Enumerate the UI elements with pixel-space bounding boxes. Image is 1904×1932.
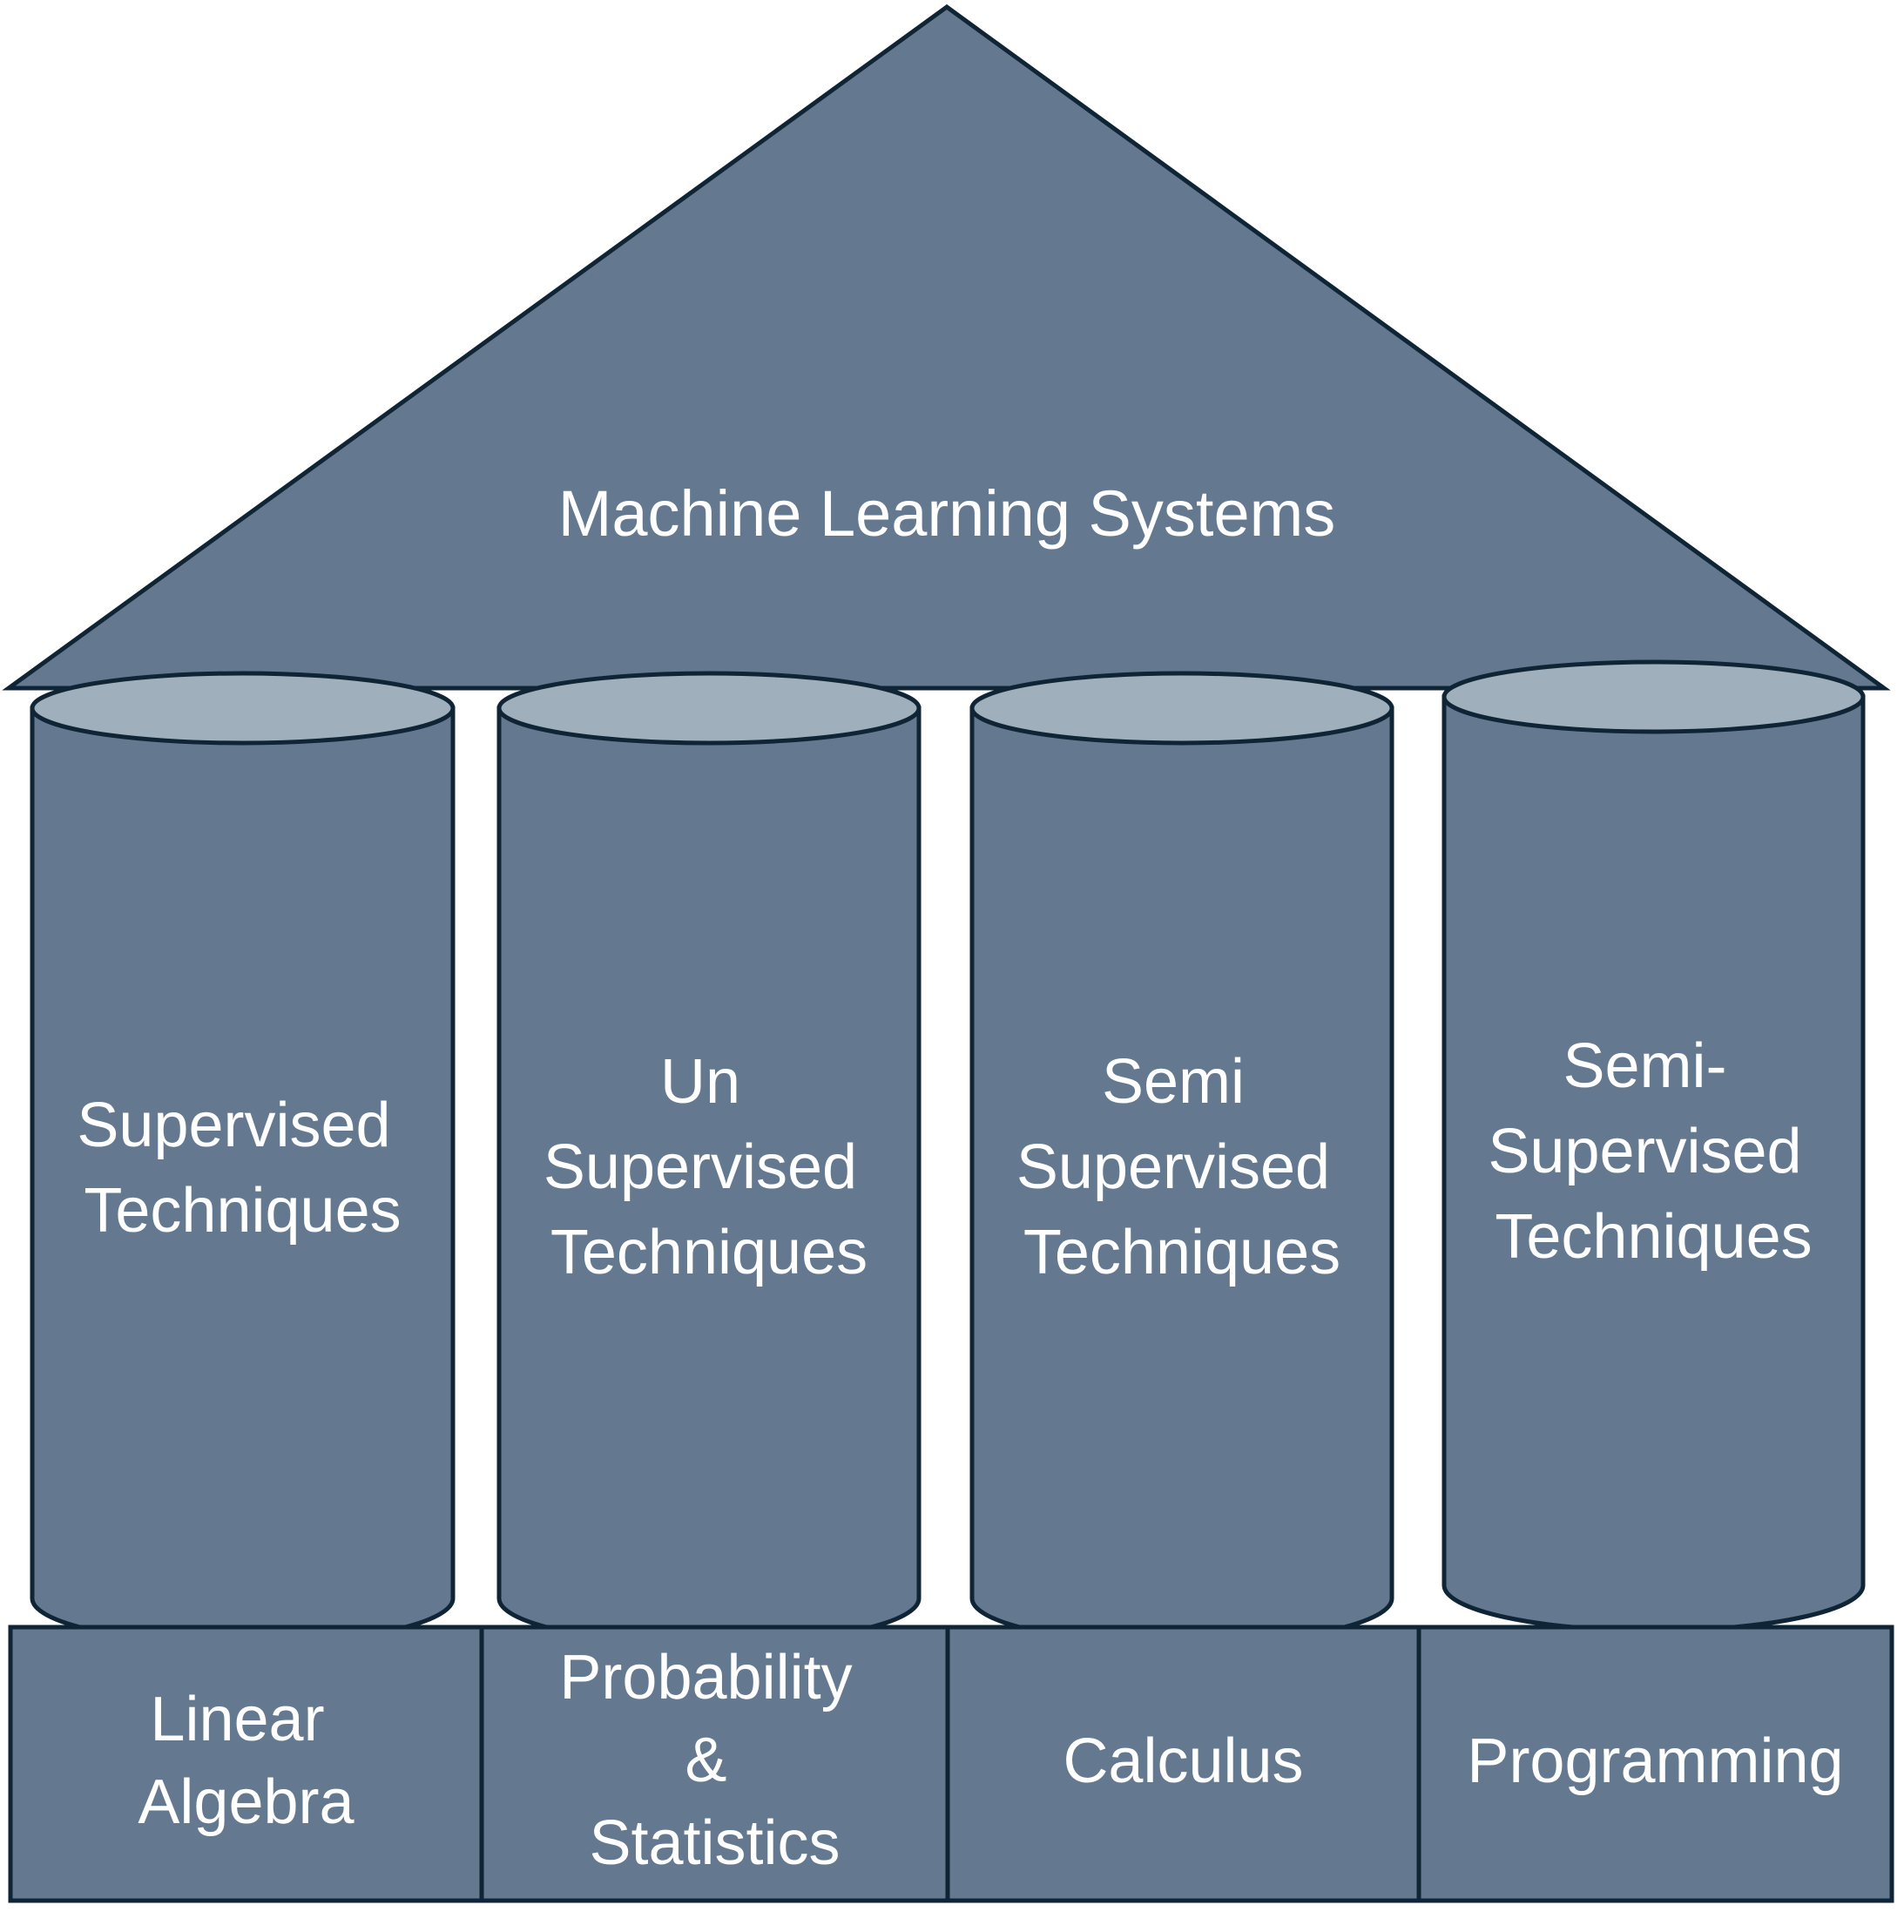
pillar-label: Supervised Techniques: [77, 1091, 408, 1246]
pillars: Supervised Techniques Un Supervised Tech…: [30, 659, 1866, 1646]
pillar-label: Semi- Supervised Techniques: [1488, 1031, 1819, 1272]
pillar-top-cap: [30, 671, 456, 746]
foundation: Linear Algebra Probability & Statistics …: [8, 1625, 1894, 1903]
pillar-label-line: Techniques: [1023, 1218, 1340, 1287]
pillar-label: Un Supervised Techniques: [544, 1047, 874, 1287]
foundation-block-calculus: Calculus: [945, 1625, 1421, 1903]
foundation-block: [8, 1625, 484, 1903]
foundation-label-line: Probability: [559, 1643, 852, 1712]
foundation-block-probability-statistics: Probability & Statistics: [479, 1625, 950, 1903]
pillar-top-cap: [496, 671, 922, 746]
pillar-label-line: Un: [660, 1047, 740, 1117]
roof-label: Machine Learning Systems: [558, 477, 1336, 550]
foundation-label-line: &: [685, 1726, 726, 1795]
pillar-label-line: Supervised: [1488, 1117, 1801, 1186]
pillar-label-line: Semi: [1102, 1047, 1245, 1117]
foundation-label-line: Programming: [1467, 1726, 1843, 1796]
roof: Machine Learning Systems: [2, 3, 1891, 691]
foundation-block-linear-algebra: Linear Algebra: [8, 1625, 484, 1903]
pillar-label: Semi Supervised Techniques: [1016, 1047, 1347, 1287]
pillar-label-line: Techniques: [550, 1218, 868, 1287]
pillar-label-line: Techniques: [84, 1176, 401, 1246]
roof-triangle: [2, 3, 1891, 691]
foundation-label-line: Linear: [150, 1685, 324, 1754]
foundation-label-line: Calculus: [1063, 1726, 1303, 1796]
foundation-label: Programming: [1467, 1726, 1843, 1796]
pillar-label-line: Semi-: [1563, 1031, 1726, 1101]
pillar-label-line: Supervised: [1016, 1132, 1330, 1202]
foundation-block: [945, 1625, 1421, 1903]
pillar-label-line: Supervised: [544, 1132, 857, 1202]
foundation-block: [479, 1625, 950, 1903]
pillar-semi-supervised: Semi Supervised Techniques: [969, 671, 1394, 1646]
foundation-block-programming: Programming: [1416, 1625, 1894, 1903]
foundation-label: Probability & Statistics: [559, 1643, 869, 1878]
foundation-label: Linear Algebra: [138, 1685, 354, 1837]
pillar-top-cap: [1442, 659, 1866, 734]
pillar-supervised: Supervised Techniques: [30, 671, 456, 1646]
pillar-top-cap: [969, 671, 1394, 746]
foundation-label-line: Statistics: [589, 1808, 840, 1878]
foundation-block: [1416, 1625, 1894, 1903]
foundation-label: Calculus: [1063, 1726, 1303, 1796]
foundation-label-line: Algebra: [138, 1767, 354, 1837]
pillar-label-line: Supervised: [77, 1091, 390, 1160]
roof-label-line: Machine Learning Systems: [558, 477, 1336, 550]
pillar-label-line: Techniques: [1495, 1202, 1812, 1272]
pillar-semi-supervised-hyphen: Semi- Supervised Techniques: [1442, 659, 1866, 1633]
pillar-unsupervised: Un Supervised Techniques: [496, 671, 922, 1646]
